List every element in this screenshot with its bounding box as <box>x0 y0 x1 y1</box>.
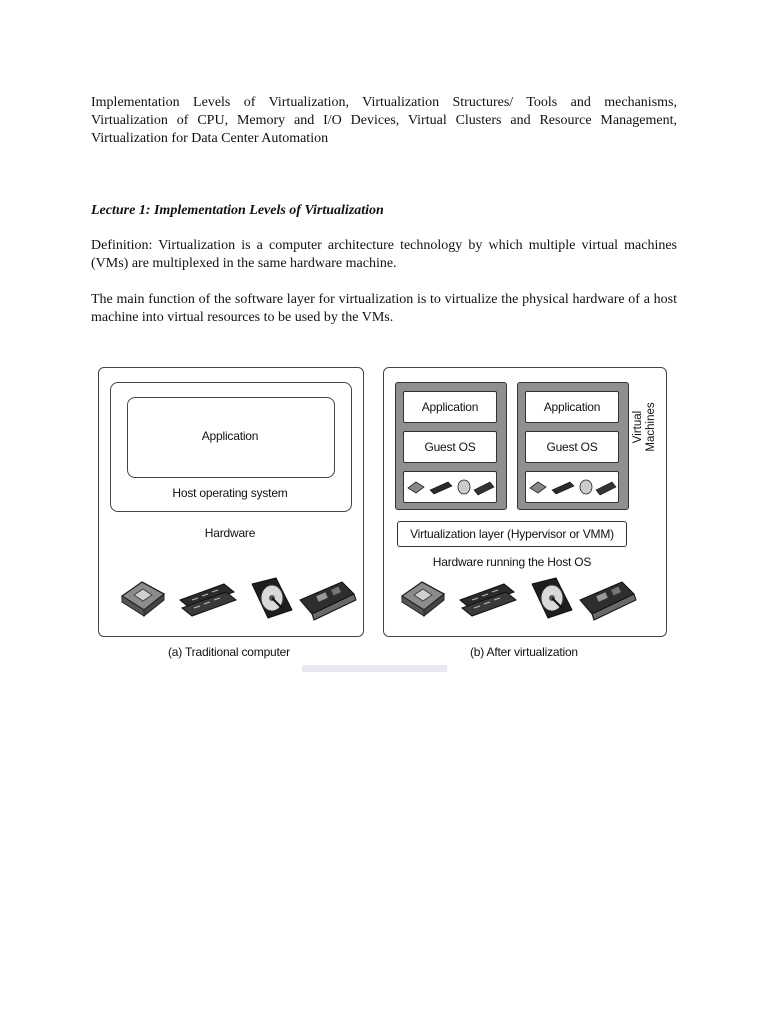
virtual-machines-label-line1: Virtual <box>632 395 645 459</box>
memory-icon <box>180 584 236 616</box>
vm1-virtual-hardware <box>403 471 497 503</box>
virtualization-caption: (b) After virtualization <box>470 645 578 659</box>
virtualization-layer-box: Virtualization layer (Hypervisor or VMM) <box>397 521 627 547</box>
virtual-machines-label: Virtual Machines <box>632 395 660 459</box>
vm2-application-label: Application <box>544 400 601 414</box>
left-hardware-icons <box>112 570 360 626</box>
vm1-guest-os-label: Guest OS <box>424 440 475 454</box>
vm1-hardware-icons <box>404 472 496 502</box>
hardware-label: Hardware <box>98 526 362 540</box>
host-os-label: Host operating system <box>110 486 350 500</box>
vm1-guest-os-box: Guest OS <box>403 431 497 463</box>
network-card-icon <box>300 582 356 620</box>
vm2-application-box: Application <box>525 391 619 423</box>
memory-icon <box>460 584 516 616</box>
vm1-application-box: Application <box>403 391 497 423</box>
right-hardware-icons <box>392 570 652 626</box>
cpu-icon <box>122 582 164 616</box>
vm2-guest-os-label: Guest OS <box>546 440 597 454</box>
virtual-machines-label-line2: Machines <box>645 395 658 459</box>
vm1-application-label: Application <box>422 400 479 414</box>
vm2-hardware-icons <box>526 472 618 502</box>
disk-icon <box>252 578 292 618</box>
vm2-guest-os-box: Guest OS <box>525 431 619 463</box>
virtualization-layer-label: Virtualization layer (Hypervisor or VMM) <box>410 527 614 541</box>
traditional-caption: (a) Traditional computer <box>168 645 290 659</box>
scan-artifact-bar <box>302 665 447 672</box>
cpu-icon <box>402 582 444 616</box>
host-hardware-label: Hardware running the Host OS <box>383 555 641 569</box>
disk-icon <box>532 578 572 618</box>
vm2-virtual-hardware <box>525 471 619 503</box>
network-card-icon <box>580 582 636 620</box>
application-label: Application <box>127 429 333 443</box>
